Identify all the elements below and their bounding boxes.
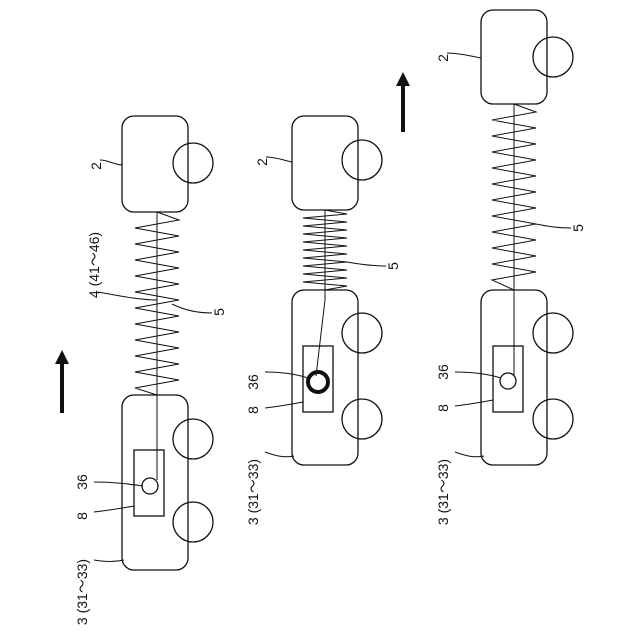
- wire-b-slack: [316, 300, 325, 376]
- label-ring-b-text: 36: [245, 374, 261, 390]
- panel-c: 2 5 36 8 3 (31～33): [396, 10, 586, 525]
- ring-b: [308, 372, 328, 392]
- label-ring-c-text: 36: [435, 364, 451, 380]
- label-ring-a-text: 36: [74, 474, 90, 490]
- rear-wheel-a-1: [173, 419, 213, 459]
- label-front-vehicle-a: 2: [88, 162, 104, 170]
- label-wire-a-text: 4 (41～46): [86, 232, 102, 298]
- direction-arrow-a: [55, 350, 69, 413]
- label-front-vehicle-c-text: 2: [435, 54, 451, 62]
- rear-wheel-a-2: [173, 502, 213, 542]
- rear-wheel-c-1: [533, 313, 573, 353]
- label-rear-vehicle-a: 3 (31～33): [74, 559, 90, 625]
- label-sensor-b-text: 8: [245, 406, 261, 414]
- sensor-a: [134, 450, 164, 516]
- label-sensor-c-text: 8: [435, 404, 451, 412]
- label-sensor-c: 8: [435, 404, 451, 412]
- panel-b: 2 5 36 8 3 (31～33): [245, 116, 401, 525]
- rear-wheel-b-1: [342, 313, 382, 353]
- label-rear-vehicle-b: 3 (31～33): [245, 459, 261, 525]
- label-front-vehicle-b: 2: [254, 158, 270, 166]
- ring-c: [500, 373, 516, 389]
- sensor-c: [493, 346, 523, 412]
- label-front-vehicle-c: 2: [435, 54, 451, 62]
- label-spring-a-text: 5: [211, 308, 227, 316]
- rear-vehicle-a: [122, 395, 188, 570]
- front-vehicle-a: [122, 116, 188, 212]
- rear-wheel-b-2: [342, 399, 382, 439]
- direction-arrow-c: [396, 72, 410, 132]
- label-spring-b-text: 5: [385, 262, 401, 270]
- label-rear-vehicle-b-text: 3 (31～33): [245, 459, 261, 525]
- front-wheel-a: [173, 143, 213, 183]
- label-rear-vehicle-a-text: 3 (31～33): [74, 559, 90, 625]
- label-sensor-a-text: 8: [74, 512, 90, 520]
- label-sensor-b: 8: [245, 406, 261, 414]
- label-rear-vehicle-c-text: 3 (31～33): [435, 459, 451, 525]
- label-wire-a: 4 (41～46): [86, 232, 102, 298]
- label-front-vehicle-a-text: 2: [88, 162, 104, 170]
- label-ring-c: 36: [435, 364, 451, 380]
- front-vehicle-b: [292, 116, 358, 210]
- ring-a: [142, 478, 158, 494]
- front-vehicle-c: [481, 10, 547, 104]
- label-ring-a: 36: [74, 474, 90, 490]
- front-wheel-c: [533, 37, 573, 77]
- label-front-vehicle-b-text: 2: [254, 158, 270, 166]
- panel-a: 2 4 (41～46) 5 36 8 3 (31～33): [55, 116, 227, 625]
- label-spring-c-text: 5: [570, 224, 586, 232]
- front-wheel-b: [342, 140, 382, 180]
- label-spring-c: 5: [570, 224, 586, 232]
- label-rear-vehicle-c: 3 (31～33): [435, 459, 451, 525]
- rear-wheel-c-2: [533, 399, 573, 439]
- label-ring-b: 36: [245, 374, 261, 390]
- label-spring-b: 5: [385, 262, 401, 270]
- label-spring-a: 5: [211, 308, 227, 316]
- label-sensor-a: 8: [74, 512, 90, 520]
